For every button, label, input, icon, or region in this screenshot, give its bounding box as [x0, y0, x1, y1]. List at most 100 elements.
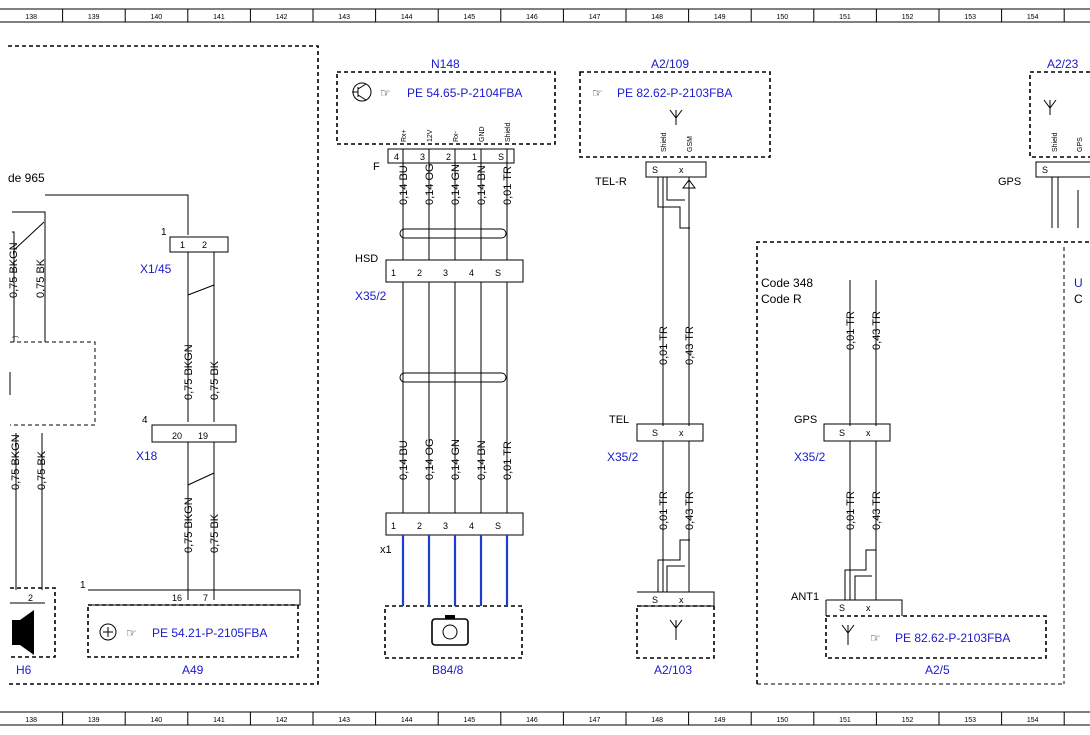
n148-bottom-wire-label: 0,14 OG: [424, 438, 436, 480]
n148-top-wire-label: 0,14 GN: [450, 164, 462, 205]
ruler-cell: 146: [526, 717, 538, 724]
a2-5-label: A2/5: [925, 663, 950, 677]
tel-x35-label: X35/2: [607, 450, 639, 464]
bottom-ruler: [0, 711, 1090, 726]
gps-x35-connector: S x: [823, 423, 891, 442]
tel-x35-pin-s: S: [652, 428, 658, 438]
x18-wire-1-label: 0,75 BKGN: [183, 497, 195, 553]
gps-label: GPS: [794, 414, 817, 426]
gps-wire-3-label: 0,01 TR: [845, 491, 857, 530]
a2-109-reference: PE 82.62-P-2103FBA: [617, 86, 732, 100]
hand-pointer-icon: ☞: [126, 626, 137, 640]
ruler-cell: 138: [25, 14, 37, 21]
n148-top-wire-label: 0,14 BN: [476, 165, 488, 205]
x18-pin-19: 19: [198, 431, 208, 441]
svg-text:⌒: ⌒: [12, 336, 19, 344]
gps-wiring: [844, 280, 877, 600]
hsd-pin-number: 2: [417, 268, 422, 278]
hsd-x35-label: X35/2: [355, 289, 387, 303]
code-965-label: de 965: [8, 171, 45, 185]
ruler-cell: 147: [589, 717, 601, 724]
tel-wire-4-label: 0,43 TR: [684, 491, 696, 530]
component-n148: ☞ F: [336, 71, 556, 173]
x1-45-num: 1: [161, 227, 167, 238]
a2-23-title: A2/23: [1047, 57, 1079, 71]
ruler-cell: 138: [25, 717, 37, 724]
component-a2-109: ☞ Shield GSM S x: [579, 71, 771, 189]
n148-pin-number: 3: [420, 152, 425, 162]
tel-wire-3-label: 0,01 TR: [658, 491, 670, 530]
tel-wiring: [657, 177, 690, 592]
tel-x35-pin-x: x: [679, 428, 684, 438]
x1-pin-number: 4: [469, 521, 474, 531]
n148-f-label: F: [373, 161, 380, 173]
top-ruler: [0, 8, 1090, 23]
ruler-cell: 140: [151, 14, 163, 21]
a2-109-pin-s: S: [652, 165, 658, 175]
a2-23-pin-shield: Shield: [1052, 132, 1059, 152]
tel-wire-1-label: 0,01 TR: [658, 326, 670, 365]
ruler-cell: 148: [651, 14, 663, 21]
a2-103-label: A2/103: [654, 663, 692, 677]
gps-x35-pin-x: x: [866, 428, 871, 438]
x1-label: x1: [380, 544, 392, 556]
n148-top-wire-label: 0,01 TR: [502, 166, 514, 205]
x1-pin-number: 3: [443, 521, 448, 531]
a49-pin-16: 16: [172, 593, 182, 603]
ruler-cell: 153: [964, 14, 976, 21]
ruler-cell: 150: [777, 14, 789, 21]
n148-pin-label: GND: [479, 126, 486, 142]
h6-pin-2: 2: [28, 593, 33, 603]
gps-x35-label: X35/2: [794, 450, 826, 464]
gps-wire-2-label: 0,43 TR: [871, 311, 883, 350]
ruler-cell: 150: [777, 717, 789, 724]
right-region-border: [756, 241, 1090, 684]
code-348-label: Code 348: [761, 276, 813, 290]
hand-pointer-icon: ☞: [870, 631, 881, 645]
n148-pin-number: 1: [472, 152, 477, 162]
a49-reference: PE 54.21-P-2105FBA: [152, 626, 267, 640]
ruler-cell: 142: [276, 14, 288, 21]
a2-103-pin-x: x: [679, 595, 684, 605]
tel-wire-2-label: 0,43 TR: [684, 326, 696, 365]
ruler-cell: 142: [276, 717, 288, 724]
h6-label: H6: [16, 663, 32, 677]
ruler-cell: 141: [213, 717, 225, 724]
hsd-pin-number: 1: [391, 268, 396, 278]
tel-label: TEL: [609, 414, 629, 426]
antenna-icon: [1043, 99, 1057, 115]
ruler-cell: 144: [401, 14, 413, 21]
component-a2-23: Shield GPS S: [1029, 71, 1090, 228]
ruler-cell: 152: [902, 717, 914, 724]
gps-receiver-icon: [99, 623, 117, 641]
n148-pin-label: Rx-: [453, 130, 460, 142]
ruler-cell: 141: [213, 14, 225, 21]
a49-num: 1: [80, 580, 86, 591]
ruler-cell: 149: [714, 14, 726, 21]
connector-x18: 20 19 4: [142, 415, 237, 443]
left-region-border: [8, 45, 319, 685]
b84-8-label: B84/8: [432, 663, 464, 677]
ruler-cell: 153: [964, 717, 976, 724]
tel-x35-connector: S x: [636, 423, 704, 442]
x1-45-label: X1/45: [140, 262, 172, 276]
n148-bottom-wire-label: 0,14 BN: [476, 440, 488, 480]
gps-top-label: GPS: [998, 176, 1021, 188]
a49-pin-7: 7: [203, 593, 208, 603]
ruler-cell: 145: [464, 14, 476, 21]
n148-pin-number: 2: [446, 152, 451, 162]
n148-top-wire-label: 0,14 BU: [398, 165, 410, 205]
a2-5-reference: PE 82.62-P-2103FBA: [895, 631, 1010, 645]
n148-bottom-wire-label: 0,01 TR: [502, 441, 514, 480]
n148-reference: PE 54.65-P-2104FBA: [407, 86, 522, 100]
ruler-cell: 147: [589, 14, 601, 21]
gps-x35-pin-s: S: [839, 428, 845, 438]
ruler-cell: 145: [464, 717, 476, 724]
hsd-pin-number: 4: [469, 268, 474, 278]
n148-bottom-wire-label: 0,14 GN: [450, 439, 462, 480]
n148-top-wire-label: 0,14 OG: [424, 163, 436, 205]
n148-pin-number: 4: [394, 152, 399, 162]
n148-bottom-wire-label: 0,14 BU: [398, 440, 410, 480]
antenna-icon: [669, 109, 683, 125]
